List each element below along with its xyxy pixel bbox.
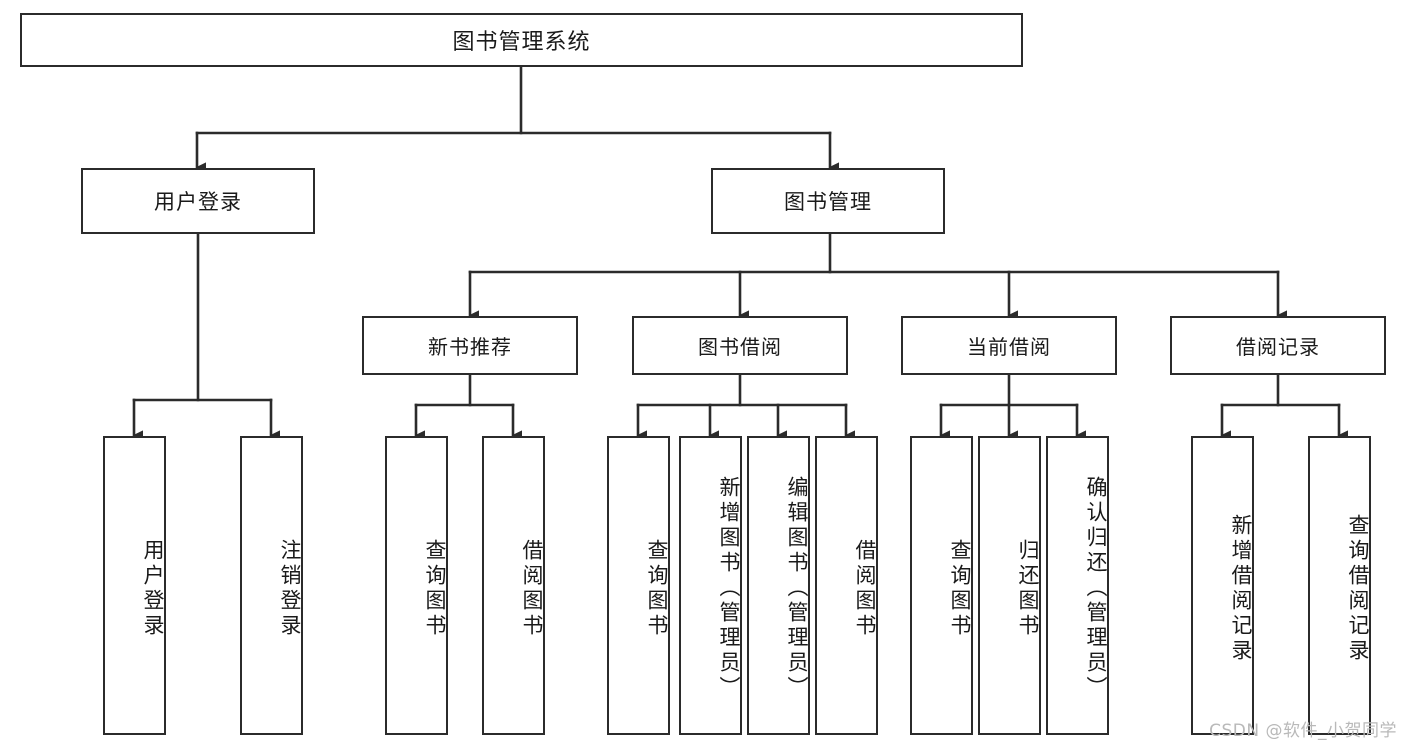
leaf-new-book-borrow[interactable]: 借阅图书: [482, 436, 545, 735]
node-root[interactable]: 图书管理系统: [20, 13, 1023, 67]
leaf-label: 注销登录: [278, 538, 302, 639]
leaf-label: 查询图书: [948, 538, 972, 639]
node-book-management[interactable]: 图书管理: [711, 168, 945, 234]
node-borrow-records[interactable]: 借阅记录: [1170, 316, 1386, 375]
leaf-label: 归还图书: [1016, 538, 1040, 639]
node-book-borrow[interactable]: 图书借阅: [632, 316, 848, 375]
leaf-borrow-add-book-admin[interactable]: 新增图书（管理员）: [679, 436, 742, 735]
leaf-user-login-login[interactable]: 用户登录: [103, 436, 166, 735]
leaf-borrow-edit-book-admin[interactable]: 编辑图书（管理员）: [747, 436, 810, 735]
leaf-records-query-record[interactable]: 查询借阅记录: [1308, 436, 1371, 735]
watermark: CSDN @软件_小贺同学: [1209, 721, 1397, 741]
leaf-current-query-book[interactable]: 查询图书: [910, 436, 973, 735]
node-book-borrow-label: 图书借阅: [698, 335, 782, 359]
leaf-label: 借阅图书: [853, 538, 877, 639]
node-new-book-recommend[interactable]: 新书推荐: [362, 316, 578, 375]
node-current-borrow-label: 当前借阅: [967, 335, 1051, 359]
node-user-login[interactable]: 用户登录: [81, 168, 315, 234]
leaf-label: 借阅图书: [520, 538, 544, 639]
node-user-login-label: 用户登录: [154, 190, 242, 214]
leaf-label: 新增图书（管理员）: [717, 476, 741, 701]
node-root-label: 图书管理系统: [452, 30, 591, 55]
node-book-management-label: 图书管理: [784, 190, 872, 214]
leaf-label: 查询图书: [645, 538, 669, 639]
leaf-borrow-query-book[interactable]: 查询图书: [607, 436, 670, 735]
leaf-new-book-query[interactable]: 查询图书: [385, 436, 448, 735]
leaf-records-add-record[interactable]: 新增借阅记录: [1191, 436, 1254, 735]
leaf-label: 确认归还（管理员）: [1084, 476, 1108, 701]
node-current-borrow[interactable]: 当前借阅: [901, 316, 1117, 375]
leaf-label: 编辑图书（管理员）: [785, 476, 809, 701]
leaf-user-login-logout[interactable]: 注销登录: [240, 436, 303, 735]
leaf-label: 新增借阅记录: [1229, 513, 1253, 664]
node-new-book-recommend-label: 新书推荐: [428, 335, 512, 359]
leaf-borrow-borrow-book[interactable]: 借阅图书: [815, 436, 878, 735]
leaf-current-confirm-return-admin[interactable]: 确认归还（管理员）: [1046, 436, 1109, 735]
leaf-label: 查询借阅记录: [1346, 513, 1370, 664]
node-borrow-records-label: 借阅记录: [1236, 335, 1320, 359]
leaf-label: 查询图书: [423, 538, 447, 639]
leaf-label: 用户登录: [141, 538, 165, 639]
leaf-current-return-book[interactable]: 归还图书: [978, 436, 1041, 735]
